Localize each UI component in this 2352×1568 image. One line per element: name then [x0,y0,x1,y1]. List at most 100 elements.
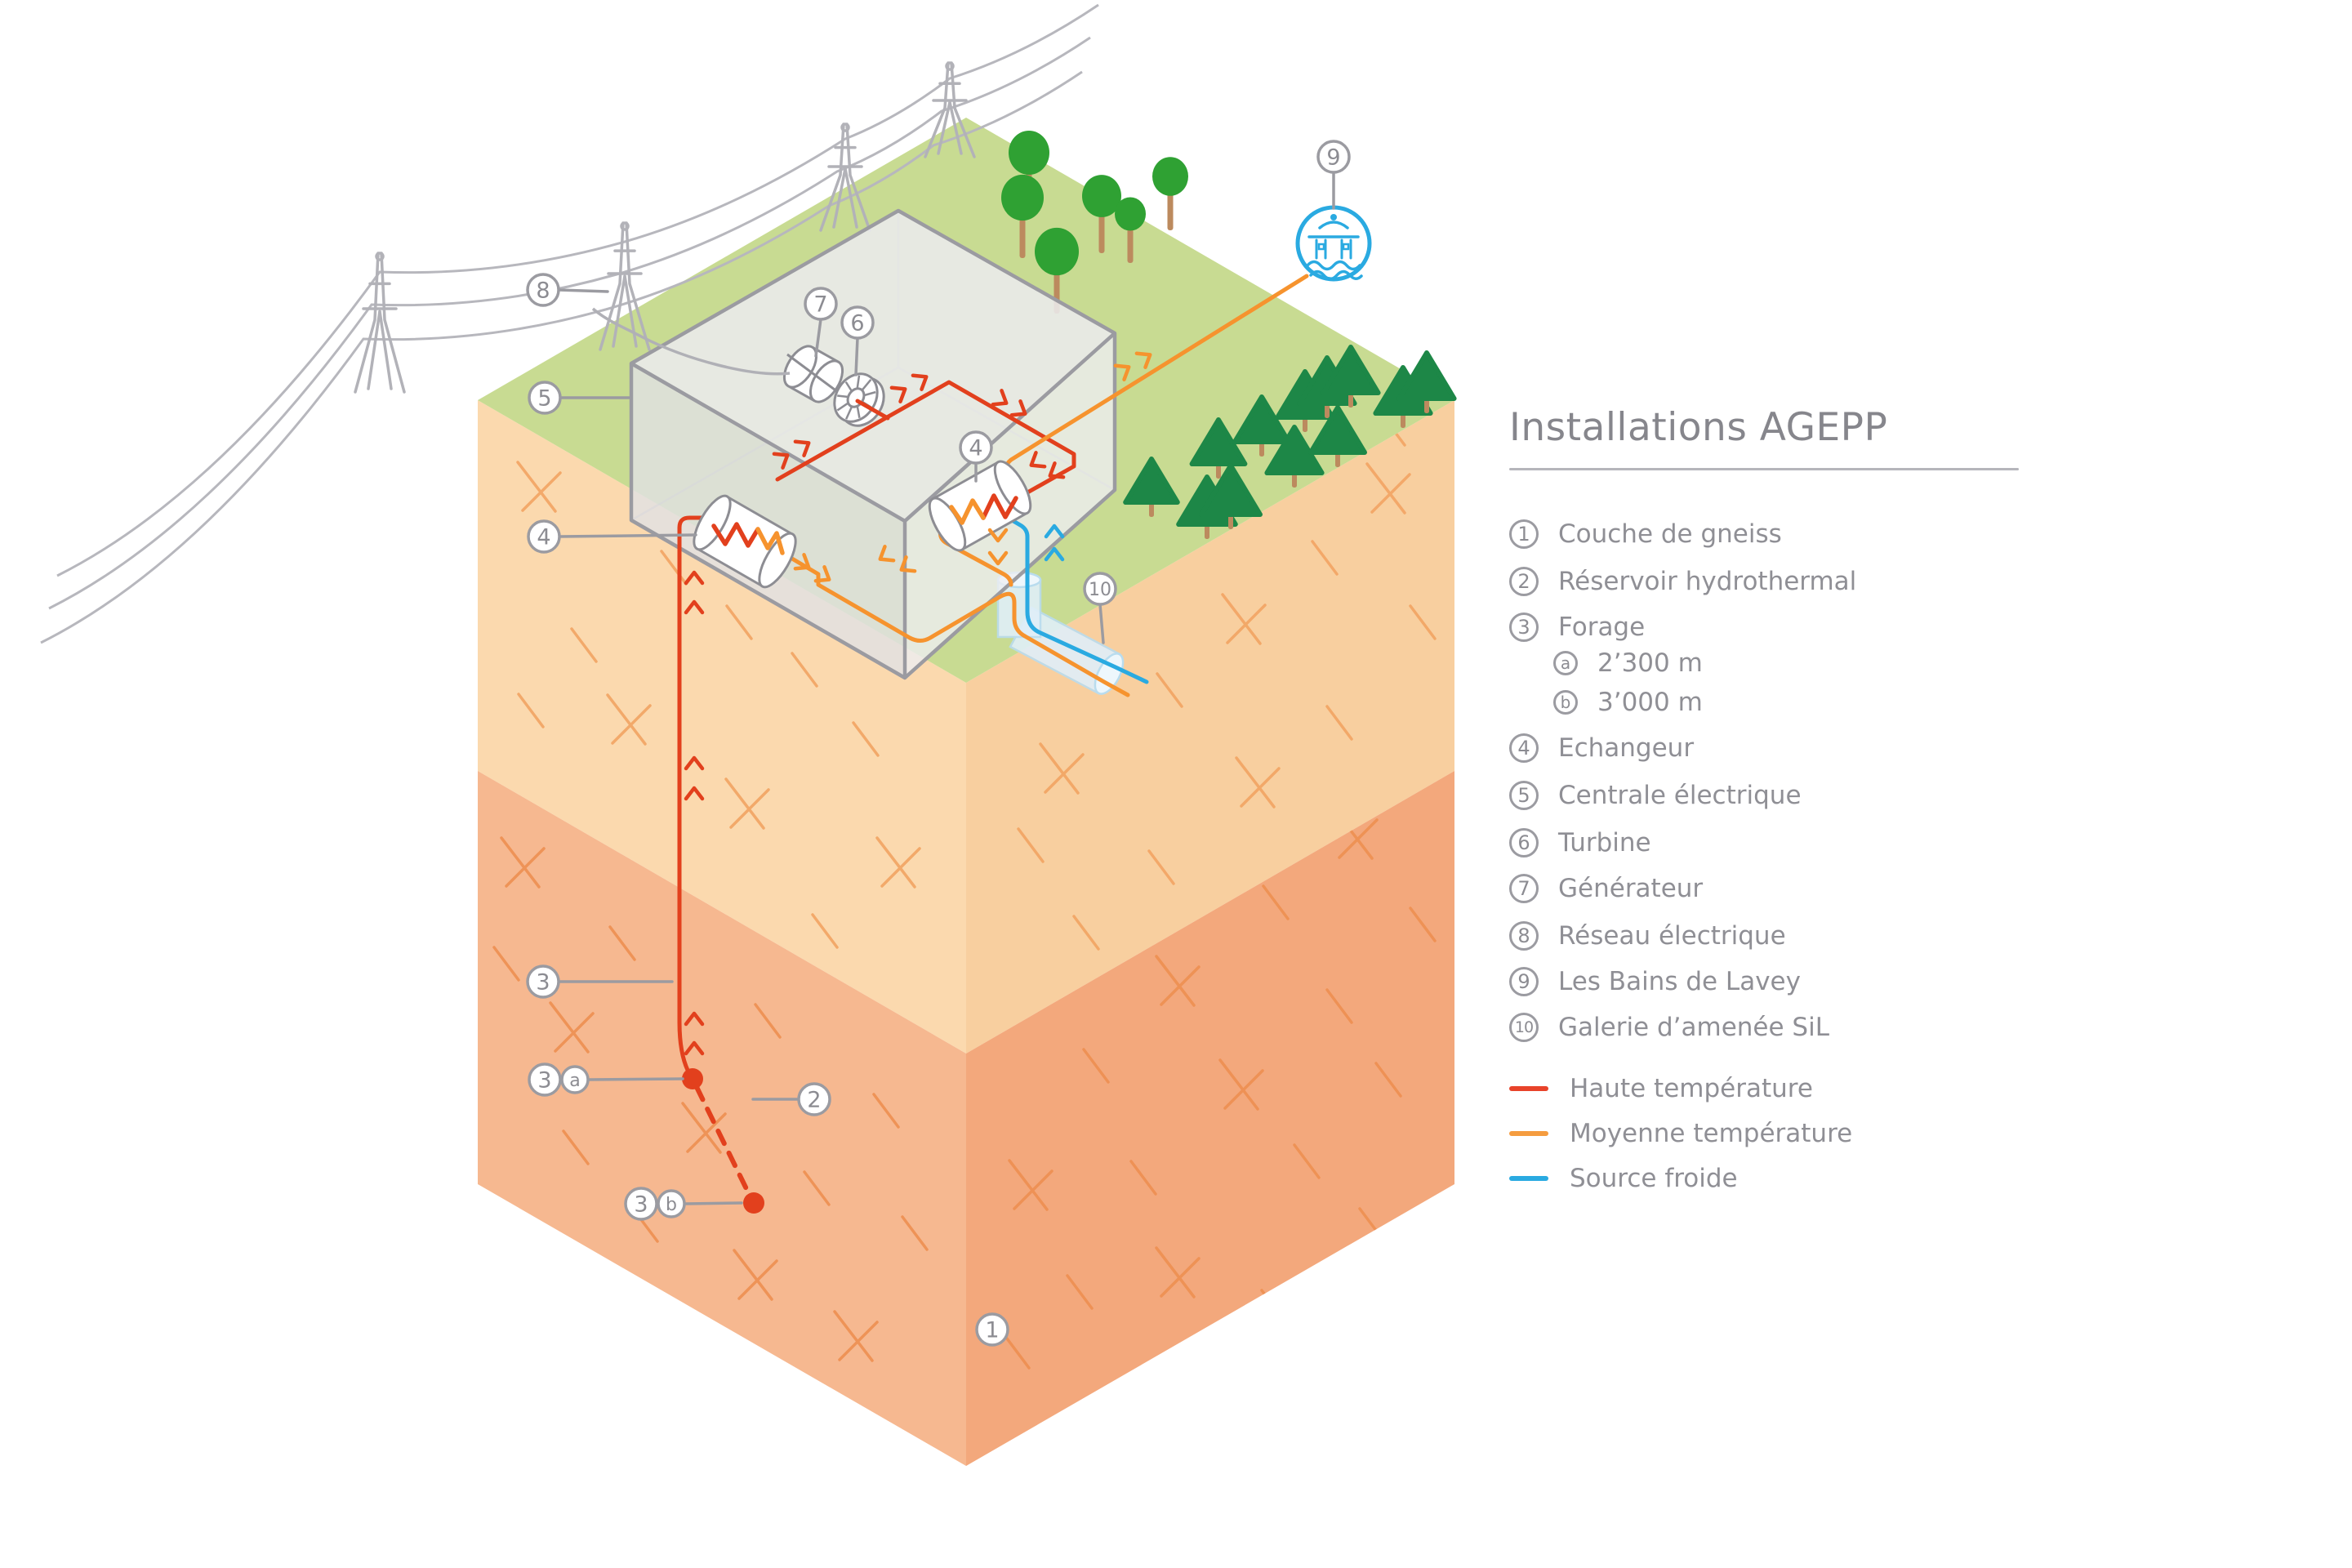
callout-9: 9 [1316,140,1351,174]
svg-text:2: 2 [807,1088,821,1113]
building-edges [629,208,1117,680]
svg-text:1: 1 [985,1318,999,1343]
trees [1001,131,1457,539]
legend-line-moyenne: Moyenne température [1509,1117,1852,1150]
deciduous-tree [1082,175,1121,253]
source-froide-swatch [1509,1176,1548,1181]
conifer-tree [1232,394,1291,457]
moyenne-temperature-swatch [1509,1131,1548,1136]
legend-num-2: 2 [1509,567,1539,596]
pipe-source-froide [991,507,1149,684]
callout-4-right: 4 [959,430,993,465]
power-lines [40,3,1099,644]
gallery-tube-mouth [1094,653,1125,695]
conifer-tree [1189,417,1248,479]
generator-shaft-line [786,353,839,394]
conifer-tree [1396,350,1457,413]
callout-markers: 8 5 4 7 6 4 9 10 3 3 a 3 b 2 1 [526,140,1351,1347]
coil-left-warm [755,527,785,555]
legend-num-7: 7 [1509,874,1539,903]
layer-gneiss-left-upper [478,400,966,1054]
callout-6: 6 [840,305,875,340]
bains-de-lavey-icon [1295,205,1372,282]
legend-num-9: 9 [1509,967,1539,996]
borehole-b-endpoint [743,1192,764,1214]
deciduous-tree [1115,197,1146,263]
conifer-tree [1308,405,1367,467]
coil-left-hot [711,522,760,548]
layer-gneiss-right-lower [966,771,1454,1466]
callout-1: 1 [975,1312,1009,1347]
legend-num-5: 5 [1509,781,1539,810]
svg-text:4: 4 [969,436,982,461]
haute-temperature-swatch [1509,1086,1548,1091]
svg-text:6: 6 [850,311,864,336]
legend-line-haute: Haute température [1509,1072,1813,1105]
flow-arrows [684,351,1152,1056]
callout-3b: 3 b [624,1187,686,1221]
svg-text:7: 7 [813,292,827,318]
medium-temp-to-gallery [780,550,1130,697]
svg-text:10: 10 [1089,580,1111,600]
svg-text:5: 5 [537,386,551,412]
callout-5: 5 [528,381,562,415]
building-roof [631,211,1115,521]
callout-4-left: 4 [527,519,561,554]
conifer-tree [1123,457,1180,517]
coil-right-hot [981,493,1018,520]
legend-rule [1509,468,2019,470]
callout-3: 3 [526,964,560,999]
svg-text:3: 3 [634,1192,648,1218]
conifer-tree [1321,345,1381,408]
generator [782,345,844,403]
svg-text:3: 3 [536,970,550,996]
deciduous-tree [1001,174,1044,258]
cold-source-pipe [991,507,1149,684]
borehole-pipe [677,515,710,1081]
pylon [924,61,976,158]
legend-num-8: 8 [1509,921,1539,951]
svg-text:a: a [569,1071,580,1091]
heat-exchanger-right [928,460,1032,552]
turbine-branch-pipe [855,399,890,421]
svg-text:8: 8 [536,278,550,304]
borehole-dashed-section [694,1085,752,1198]
exchanger-coils [711,493,1018,555]
legend-num-4: 4 [1509,733,1539,763]
pylon [354,252,406,394]
deciduous-tree [1152,157,1188,230]
electric-pylons [354,61,976,394]
legend-num-1: 1 [1509,519,1539,549]
callout-8: 8 [526,273,560,307]
pylon [599,221,651,351]
callout-stems [557,171,1335,1205]
conifer-tree [1264,425,1325,488]
svg-text:3: 3 [537,1068,551,1094]
legend-num-3: 3 [1509,612,1539,642]
callout-7: 7 [804,287,838,321]
legend-num-10: 10 [1509,1013,1539,1042]
legend-num-6: 6 [1509,828,1539,858]
callout-2: 2 [797,1082,831,1116]
svg-text:9: 9 [1326,145,1340,171]
legend-num-3a: a [1553,651,1578,675]
conifer-tree [1199,463,1263,529]
legend-line-froide: Source froide [1509,1162,1738,1195]
legend-num-3b: b [1553,690,1578,715]
generator-cable [591,307,791,376]
pylon [819,122,871,232]
